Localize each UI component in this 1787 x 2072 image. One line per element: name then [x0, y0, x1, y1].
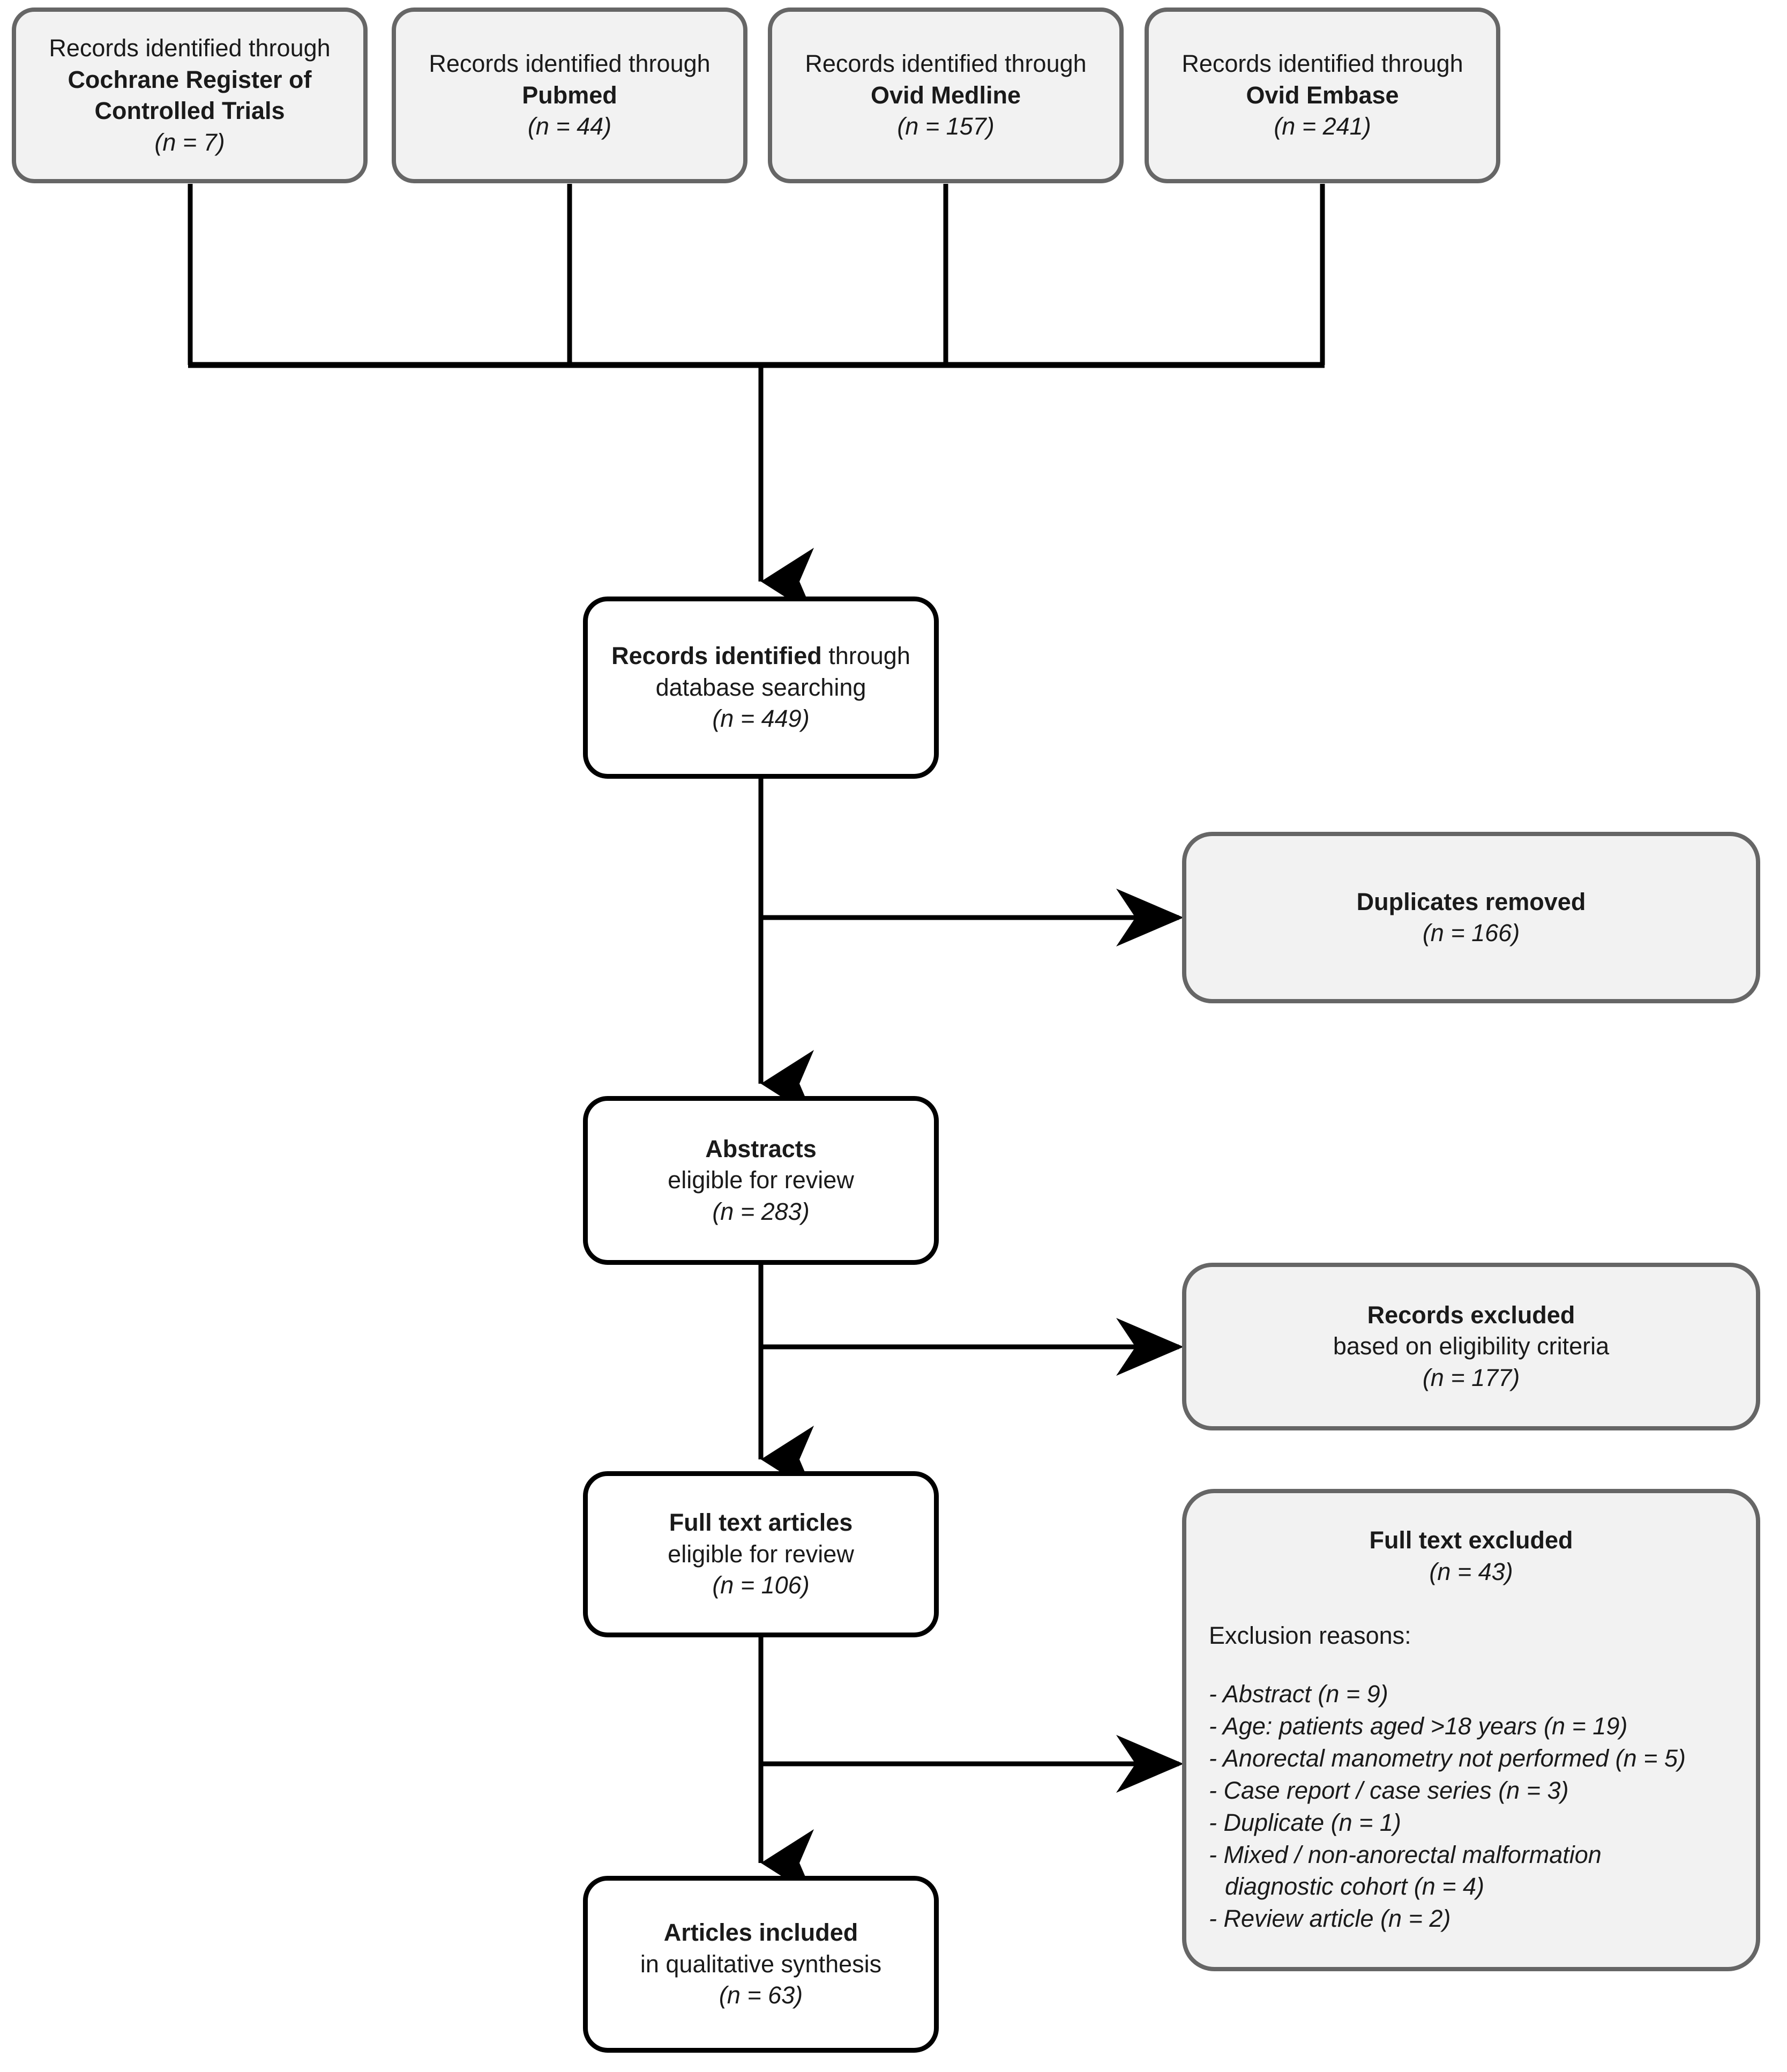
stage-line2: eligible for review: [668, 1540, 854, 1568]
source-line3: Controlled Trials: [94, 97, 285, 124]
full-text-excluded-count: (n = 43): [1429, 1558, 1513, 1586]
stage-line2: in qualitative synthesis: [640, 1950, 882, 1978]
stage-line2: eligible for review: [668, 1166, 854, 1194]
stage-box-articles-included: Articles included in qualitative synthes…: [583, 1876, 939, 2053]
source-line1: Records identified through: [1182, 50, 1463, 78]
exclusion-line2: based on eligibility criteria: [1333, 1332, 1610, 1360]
exclusion-reason-item: - Mixed / non-anorectal malformation: [1209, 1840, 1602, 1868]
source-box-cochrane: Records identified through Cochrane Regi…: [12, 8, 368, 183]
stage-line1: Full text articles: [669, 1509, 853, 1537]
stage-count: (n = 63): [719, 1981, 803, 2009]
exclusion-box-records-excluded: Records excluded based on eligibility cr…: [1182, 1263, 1760, 1430]
exclusion-heading: Records excluded: [1367, 1301, 1575, 1329]
exclusion-box-full-text-excluded: Full text excluded (n = 43) Exclusion re…: [1182, 1489, 1760, 1971]
exclusion-reason-item: - Age: patients aged >18 years (n = 19): [1209, 1712, 1628, 1740]
stage-line1: Abstracts: [705, 1135, 817, 1162]
exclusion-reasons-label: Exclusion reasons:: [1209, 1621, 1411, 1649]
stage-count: (n = 449): [712, 705, 810, 733]
source-line2: Ovid Medline: [870, 81, 1021, 109]
exclusion-reason-item: - Case report / case series (n = 3): [1209, 1776, 1569, 1804]
source-box-ovid-medline: Records identified through Ovid Medline …: [768, 8, 1124, 183]
stage-line2: database searching: [655, 673, 866, 701]
source-count: (n = 157): [897, 113, 995, 140]
exclusion-reason-item: - Duplicate (n = 1): [1209, 1808, 1401, 1836]
stage-count: (n = 283): [712, 1197, 810, 1225]
exclusion-count: (n = 177): [1422, 1363, 1520, 1391]
stage-box-full-text-eligible: Full text articles eligible for review (…: [583, 1471, 939, 1637]
exclusion-reason-item: - Abstract (n = 9): [1209, 1680, 1388, 1708]
source-line1: Records identified through: [49, 34, 331, 62]
exclusion-reason-item: - Review article (n = 2): [1209, 1905, 1451, 1933]
source-count: (n = 241): [1274, 113, 1371, 140]
stage-line1: Records identified through: [611, 642, 910, 670]
full-text-excluded-header: Full text excluded (n = 43): [1186, 1524, 1756, 1588]
source-line2: Cochrane Register of: [68, 65, 312, 93]
exclusion-heading: Duplicates removed: [1356, 888, 1586, 915]
full-text-excluded-heading: Full text excluded: [1369, 1526, 1573, 1554]
source-box-ovid-embase: Records identified through Ovid Embase (…: [1145, 8, 1500, 183]
exclusion-reason-item-continuation: diagnostic cohort (n = 4): [1225, 1873, 1485, 1900]
source-count: (n = 44): [527, 113, 612, 140]
source-line2: Pubmed: [522, 81, 617, 109]
source-line1: Records identified through: [805, 50, 1087, 78]
source-line1: Records identified through: [429, 50, 711, 78]
source-box-pubmed: Records identified through Pubmed (n = 4…: [392, 8, 747, 183]
stage-box-records-identified: Records identified through database sear…: [583, 597, 939, 779]
stage-box-abstracts-eligible: Abstracts eligible for review (n = 283): [583, 1096, 939, 1265]
exclusion-box-duplicates-removed: Duplicates removed (n = 166): [1182, 832, 1760, 1003]
source-line2: Ovid Embase: [1246, 81, 1399, 109]
exclusion-reasons-list: - Abstract (n = 9) - Age: patients aged …: [1186, 1678, 1756, 1935]
exclusion-reason-item: - Anorectal manometry not performed (n =…: [1209, 1744, 1686, 1772]
stage-line1: Articles included: [663, 1919, 858, 1947]
source-count: (n = 7): [154, 128, 225, 156]
exclusion-count: (n = 166): [1422, 919, 1520, 946]
stage-count: (n = 106): [712, 1571, 810, 1599]
